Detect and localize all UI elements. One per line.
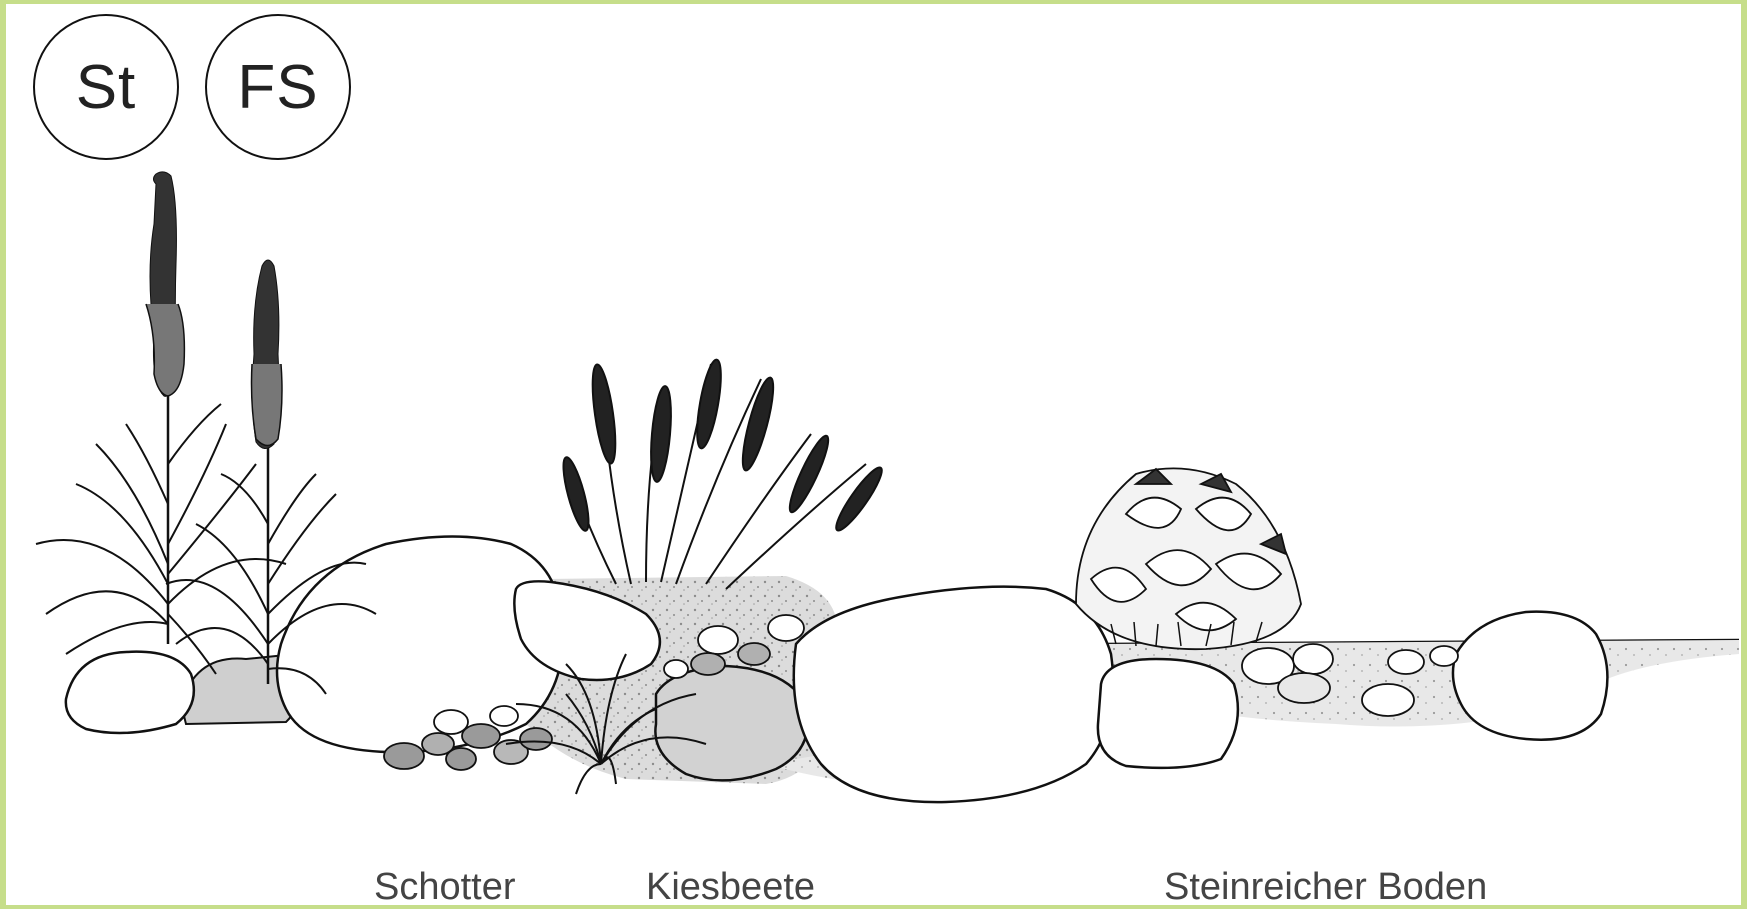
foxtail-lily-left — [36, 172, 286, 674]
label-kiesbeete: Kiesbeete — [646, 866, 815, 905]
leafy-shrub — [1076, 468, 1301, 649]
stone-large-left — [277, 537, 563, 753]
stone-medium-right — [1098, 659, 1238, 768]
stone-gray-mid — [655, 666, 808, 780]
badge-fs: FS — [205, 14, 351, 160]
badge-st: St — [33, 14, 179, 160]
label-schotter: Schotter — [374, 866, 516, 905]
label-steinreicher-boden: Steinreicher Boden — [1164, 866, 1487, 905]
badge-fs-text: FS — [237, 52, 318, 123]
stone-far-right — [1453, 612, 1607, 740]
stone-left-small — [66, 652, 194, 733]
badge-st-text: St — [76, 52, 137, 123]
diagram-frame: St FS Schotter Kiesbeete Steinreicher Bo… — [6, 4, 1741, 905]
stone-large-center — [794, 587, 1113, 802]
spike-flowers — [558, 358, 887, 589]
